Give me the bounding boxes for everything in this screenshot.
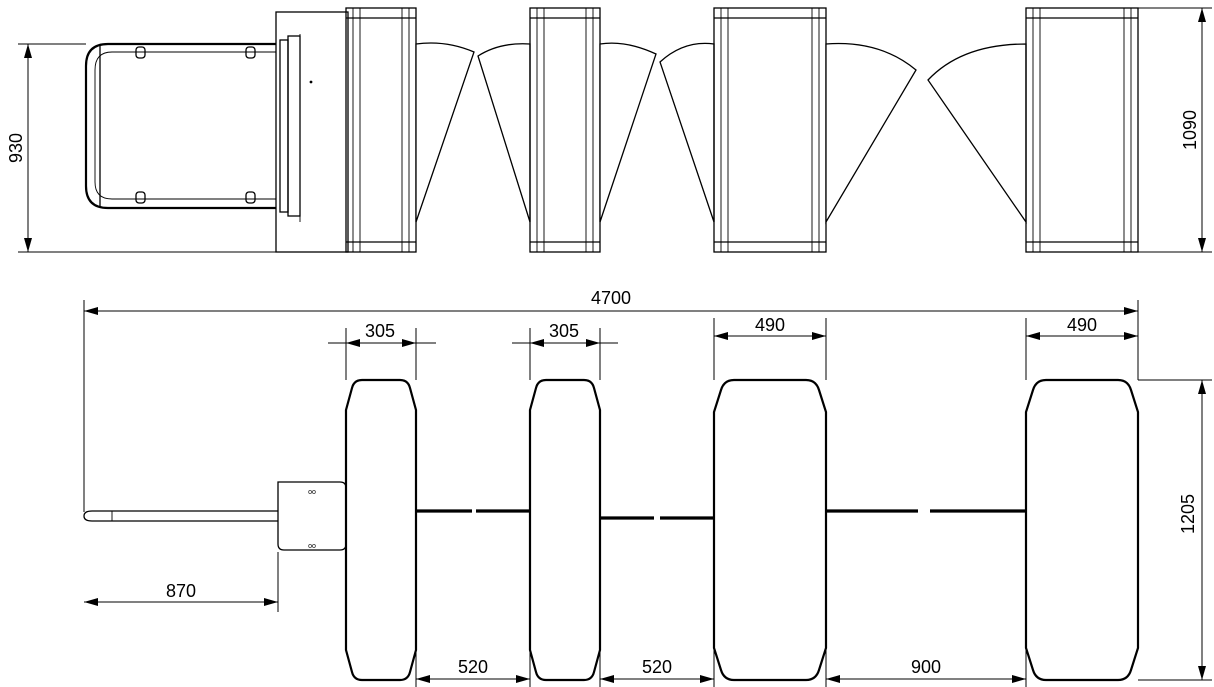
dimension-4700: 4700: [83, 288, 1139, 512]
guard-rail-side: [84, 35, 301, 217]
wing-4-side: [659, 42, 715, 223]
wing-1-side: [415, 42, 475, 223]
cabinet-1-side: [345, 7, 417, 253]
cabinet-2-width-label: 305: [549, 321, 579, 341]
dimension-870: 870: [84, 552, 279, 612]
top-view: 4700 305 305 490: [83, 288, 1212, 687]
dimension-930: 930: [6, 43, 276, 253]
dimension-passage-2: 520: [599, 640, 715, 687]
svg-text:oo: oo: [308, 489, 316, 496]
passage-2-width-label: 520: [642, 657, 672, 677]
cabinet-2-top: [528, 378, 602, 682]
dimension-cabinet-2-width: 305: [512, 321, 618, 380]
passage-1-width-label: 520: [458, 657, 488, 677]
cabinet-1-width-label: 305: [365, 321, 395, 341]
dimension-passage-3: 900: [825, 640, 1027, 687]
svg-text:oo: oo: [308, 543, 316, 550]
passage-3-width-label: 900: [911, 657, 941, 677]
cabinet-4-side: [1025, 7, 1139, 253]
dimension-870-label: 870: [166, 581, 196, 601]
cabinet-4-width-label: 490: [1067, 315, 1097, 335]
dimension-1090-label: 1090: [1180, 110, 1200, 150]
dimension-cabinet-3-width: 490: [713, 315, 827, 380]
cabinet-4-top: [1024, 378, 1140, 682]
wing-6-side: [927, 43, 1027, 225]
dimension-passage-1: 520: [415, 640, 531, 687]
cabinet-1-top: [344, 378, 418, 682]
guard-arm-top: oo oo: [83, 481, 347, 551]
side-view: 930 1090: [6, 7, 1212, 253]
dimension-930-label: 930: [6, 133, 26, 163]
dimension-1205: 1205: [1138, 379, 1212, 681]
dimension-4700-label: 4700: [591, 288, 631, 308]
cabinet-2-side: [529, 7, 601, 253]
wing-5-side: [825, 42, 917, 225]
dimension-1205-label: 1205: [1178, 494, 1198, 534]
cabinet-3-width-label: 490: [755, 315, 785, 335]
dimension-cabinet-1-width: 305: [328, 321, 436, 380]
wing-3-side: [599, 42, 657, 223]
wing-bars-top: [416, 509, 1026, 520]
dimension-1090: 1090: [1138, 7, 1212, 253]
end-panel-side: [275, 11, 349, 253]
wing-2-side: [477, 43, 531, 223]
cabinet-3-top: [712, 378, 828, 682]
dimension-cabinet-4-width: 490: [1025, 315, 1139, 380]
cabinet-3-side: [713, 7, 827, 253]
